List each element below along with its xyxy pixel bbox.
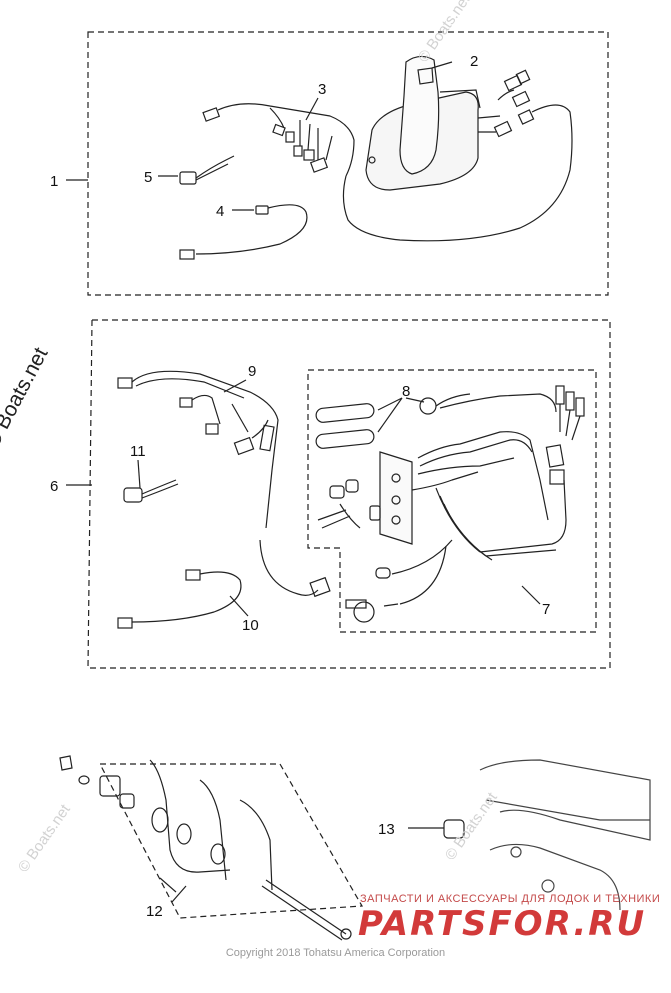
harness-9 [117, 370, 279, 529]
group-1-frame [87, 31, 609, 296]
group-6-frame [87, 319, 611, 669]
part-4 [179, 204, 308, 260]
brand-tagline: ЗАПЧАСТИ И АКСЕССУАРЫ ДЛЯ ЛОДОК И ТЕХНИК… [360, 893, 661, 905]
callout-7: 7 [542, 601, 550, 618]
callout-13: 13 [378, 821, 395, 838]
callout-6: 6 [50, 478, 58, 495]
group-7-frame [307, 369, 597, 633]
part-13 [408, 819, 465, 839]
engine-bracket [479, 759, 651, 911]
callout-5: 5 [144, 169, 152, 186]
callout-8: 8 [402, 383, 410, 400]
callout-10: 10 [242, 617, 259, 634]
harness-3 [202, 103, 355, 177]
panel-switch-7 [317, 385, 585, 623]
callout-3: 3 [318, 81, 326, 98]
bracket-assembly-12 [59, 755, 364, 941]
callout-9: 9 [248, 363, 256, 380]
part-5 [179, 155, 235, 185]
brand-logo: PARTSFOR.RU [358, 904, 647, 944]
callout-4: 4 [216, 203, 224, 220]
part-11 [123, 479, 179, 503]
callout-labels: 1 2 3 4 5 6 7 8 9 10 11 12 13 [50, 53, 550, 920]
copyright-text: Copyright 2018 Tohatsu America Corporati… [225, 947, 446, 959]
callout-2: 2 [470, 53, 478, 70]
callout-12: 12 [146, 903, 163, 920]
callout-1: 1 [50, 173, 58, 190]
connector-cluster-2 [342, 69, 573, 242]
remote-control-box [365, 55, 501, 191]
callout-11: 11 [130, 443, 146, 460]
part-10 [117, 539, 331, 629]
part-8 [315, 393, 471, 449]
